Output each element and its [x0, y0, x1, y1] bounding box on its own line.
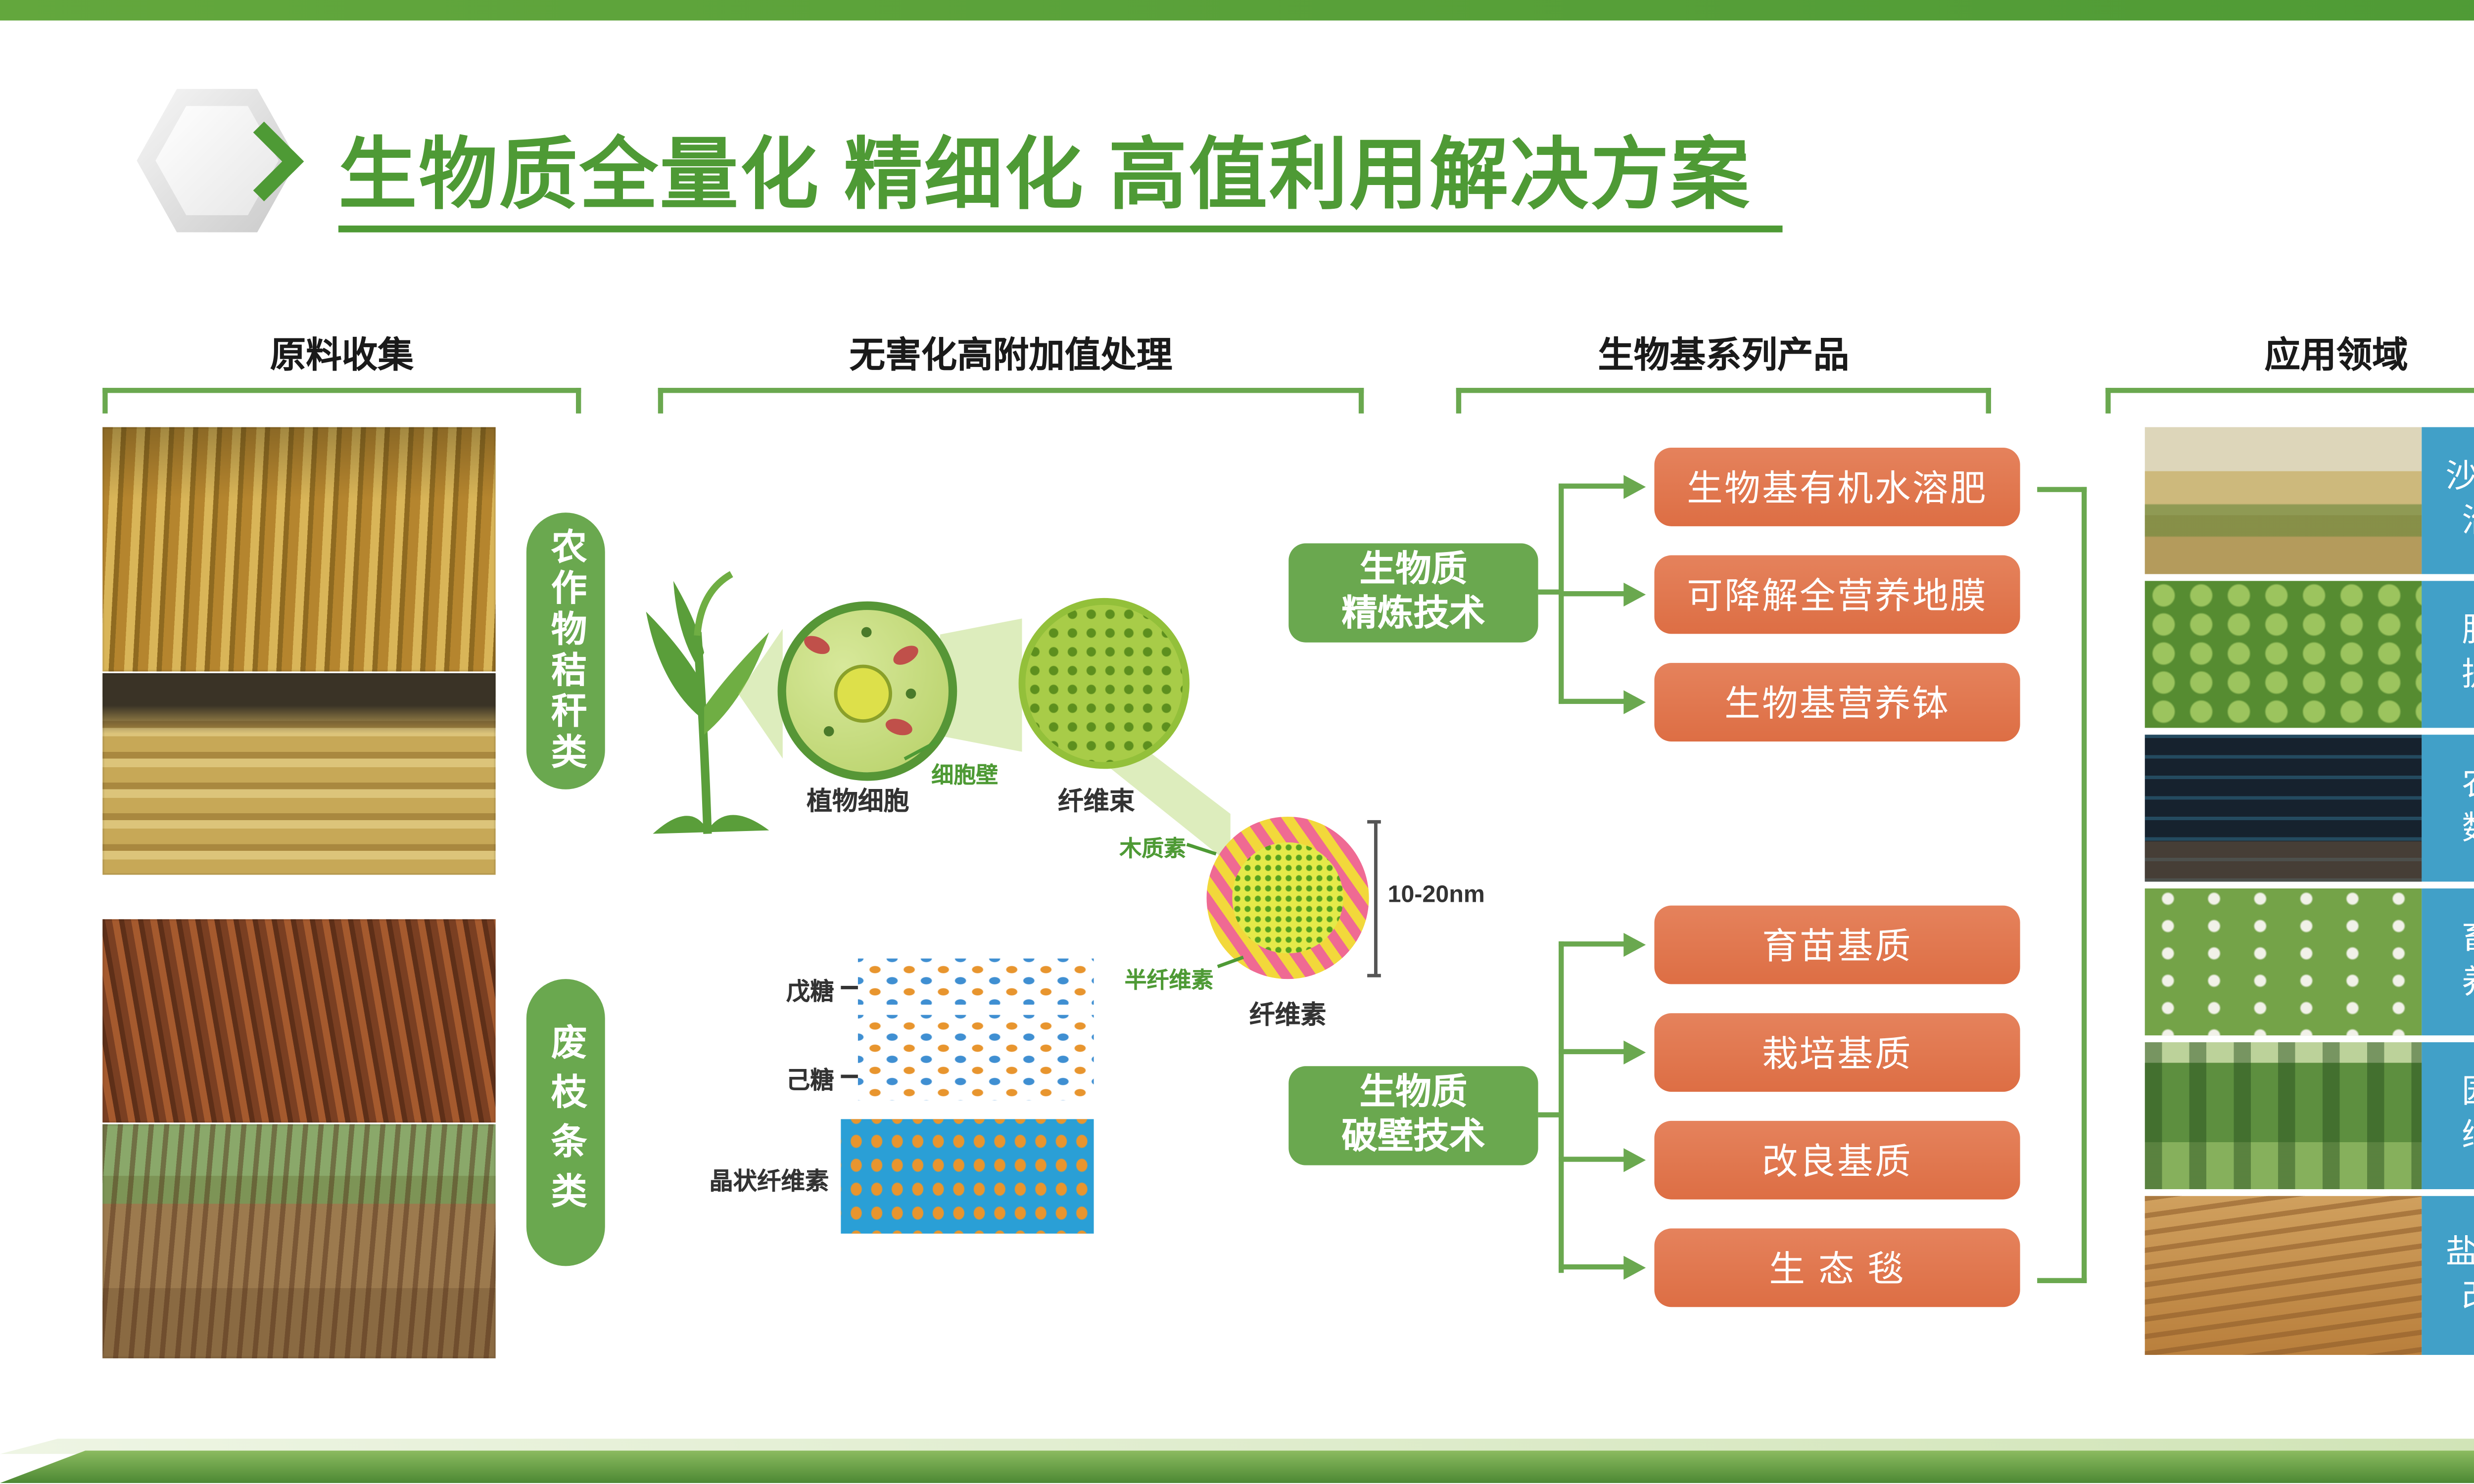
- application-label: 肥力 提升: [2422, 581, 2474, 728]
- product-seedling-substrate: 育苗基质: [1654, 905, 2020, 984]
- hexose-chain-graphic: [857, 1015, 1094, 1101]
- label-hemicellulose: 半纤维素: [1124, 967, 1214, 993]
- connector-line: [1559, 1049, 1627, 1055]
- cell-nucleus: [834, 664, 892, 723]
- label-fiber-bundle: 纤维束: [1057, 788, 1135, 817]
- crystalline-cellulose-graphic: [841, 1119, 1094, 1234]
- connector-line: [1559, 1157, 1627, 1162]
- arrow-icon: [1623, 1255, 1646, 1280]
- title-underline: [338, 225, 1783, 232]
- bracket-applications: [2105, 388, 2474, 414]
- fiber-cross-section-graphic: [1206, 817, 1369, 979]
- label-lignin: 木质素: [1119, 835, 1187, 861]
- header-collection: 原料收集: [102, 328, 581, 414]
- cell-dot: [861, 627, 872, 638]
- photo-agri-data: [2144, 735, 2422, 882]
- photo-straw-bales: [102, 673, 496, 875]
- product-cultivation-substrate: 栽培基质: [1654, 1013, 2020, 1092]
- bracket-products: [1456, 388, 1991, 414]
- label-plant-cell: 植物细胞: [807, 788, 909, 817]
- application-row-saline-soil: 盐碱地 改良: [2144, 1196, 2474, 1355]
- header-products: 生物基系列产品: [1456, 328, 1991, 414]
- product-eco-blanket: 生 态 毯: [1654, 1228, 2020, 1307]
- application-row-desertification: 沙漠化 治理: [2144, 427, 2474, 574]
- label-crystalline-cellulose: 晶状纤维素: [709, 1167, 829, 1195]
- application-label: 畜牧 养殖: [2422, 888, 2474, 1036]
- application-label: 农业 数据: [2422, 735, 2474, 882]
- photo-livestock: [2144, 888, 2422, 1036]
- header-processing-label: 无害化高附加值处理: [849, 336, 1173, 376]
- photo-waste-branches: [102, 919, 496, 1123]
- product-bio-nutrient-pot: 生物基营养钵: [1654, 663, 2020, 742]
- label-hexose: 己糖: [786, 1066, 834, 1094]
- photo-landscaping: [2144, 1042, 2422, 1189]
- cell-organelle: [884, 716, 914, 738]
- arrow-icon: [1623, 582, 1646, 607]
- pentose-chain-graphic: [857, 958, 1094, 1005]
- fiber-bundle-graphic: [1018, 598, 1189, 769]
- bracket-processing: [658, 388, 1364, 414]
- measure-bracket: [1374, 822, 1378, 976]
- application-label: 盐碱地 改良: [2422, 1196, 2474, 1355]
- products-to-applications-bracket: [2037, 487, 2087, 1283]
- photo-desertification: [2144, 427, 2422, 574]
- cell-organelle: [890, 642, 922, 669]
- connector-line: [1559, 698, 1627, 704]
- top-accent-bar: [0, 0, 2474, 21]
- connector-line: [1559, 941, 1564, 1273]
- photo-fertility: [2144, 581, 2422, 728]
- pointer-hexose: [841, 1074, 858, 1078]
- pointer-pentose: [841, 985, 858, 989]
- application-label: 园林 绿化: [2422, 1042, 2474, 1189]
- measure-tick-top: [1367, 820, 1381, 824]
- photo-orchard-prunings: [102, 1124, 496, 1358]
- header-applications-label: 应用领域: [2264, 336, 2408, 376]
- measure-tick-bottom: [1367, 974, 1381, 977]
- category-waste-branches: 废枝条类: [526, 979, 605, 1266]
- header-collection-label: 原料收集: [270, 336, 414, 376]
- plant-cell-graphic: [777, 601, 957, 781]
- page-title: 生物质全量化 精细化 高值利用解决方案: [338, 130, 1751, 219]
- label-pentose: 戊糖: [786, 977, 834, 1005]
- cell-dot: [823, 726, 834, 737]
- fiber-core: [1232, 842, 1343, 954]
- cell-dot: [905, 688, 916, 699]
- photo-corn-stalks: [102, 427, 496, 672]
- header-applications: 应用领域: [2105, 328, 2474, 414]
- arrow-icon: [1623, 475, 1646, 499]
- connector-line: [1538, 1112, 1562, 1117]
- product-bio-water-soluble-fertilizer: 生物基有机水溶肥: [1654, 447, 2020, 526]
- arrow-icon: [1623, 1040, 1646, 1065]
- connector-line: [1559, 591, 1627, 597]
- category-crop-straw: 农作物秸秆类: [526, 512, 605, 789]
- connector-line: [1559, 941, 1627, 947]
- tech-box-refining: 生物质 精炼技术: [1288, 543, 1538, 643]
- bracket-collection: [102, 388, 581, 414]
- application-label: 沙漠化 治理: [2422, 427, 2474, 574]
- plant-illustration: [646, 571, 769, 834]
- product-improvement-substrate: 改良基质: [1654, 1120, 2020, 1200]
- product-degradable-mulch-film: 可降解全营养地膜: [1654, 555, 2020, 634]
- bottom-accent-bar: [0, 1450, 2474, 1484]
- application-row-fertility: 肥力 提升: [2144, 581, 2474, 728]
- header-processing: 无害化高附加值处理: [658, 328, 1364, 414]
- connector-line: [1559, 1264, 1627, 1270]
- photo-saline-soil: [2144, 1196, 2422, 1355]
- application-row-livestock: 畜牧 养殖: [2144, 888, 2474, 1036]
- tech-box-wall-breaking: 生物质 破壁技术: [1288, 1066, 1538, 1165]
- connector-line: [1559, 483, 1627, 489]
- header-products-label: 生物基系列产品: [1598, 336, 1850, 376]
- application-row-agri-data: 农业 数据: [2144, 735, 2474, 882]
- arrow-icon: [1623, 932, 1646, 957]
- label-cellulose: 纤维素: [1249, 1001, 1327, 1030]
- connector-line: [1538, 589, 1562, 595]
- arrow-icon: [1623, 1148, 1646, 1172]
- arrow-icon: [1623, 690, 1646, 714]
- label-size: 10-20nm: [1387, 880, 1485, 908]
- cell-organelle: [801, 632, 833, 658]
- label-cell-wall: 细胞壁: [931, 762, 999, 788]
- application-row-landscaping: 园林 绿化: [2144, 1042, 2474, 1189]
